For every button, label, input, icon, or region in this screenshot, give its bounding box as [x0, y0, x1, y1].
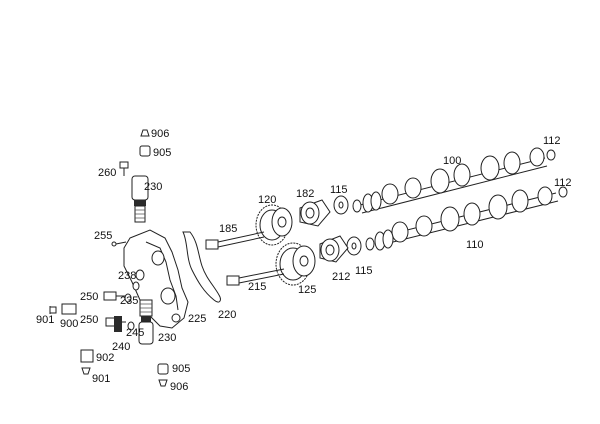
callout-115-lower: 115	[355, 265, 373, 277]
plug-902	[80, 349, 94, 363]
cap-901-left	[49, 306, 57, 314]
washer-115-upper	[333, 195, 362, 215]
ring-245	[127, 321, 135, 331]
cap-901-bottom	[81, 367, 91, 375]
callout-245: 245	[126, 327, 144, 339]
seal-238	[132, 281, 140, 291]
callout-901-bottom: 901	[92, 373, 110, 385]
callout-110: 110	[466, 239, 484, 251]
bolt-185	[205, 231, 265, 250]
screw-260	[119, 161, 129, 176]
callout-230-upper: 230	[144, 181, 162, 193]
callout-905-upper: 905	[153, 147, 171, 159]
callout-220: 220	[218, 309, 236, 321]
washer-115-lower	[346, 236, 375, 256]
sprocket-120	[255, 204, 293, 246]
callout-215: 215	[248, 281, 266, 293]
camshaft-100	[359, 147, 548, 214]
callout-901-left: 901	[36, 314, 54, 326]
callout-182: 182	[296, 188, 314, 200]
callout-225: 225	[188, 313, 206, 325]
callout-212: 212	[332, 271, 350, 283]
cap-112-lower	[558, 186, 568, 198]
callout-120: 120	[258, 194, 276, 206]
callout-125: 125	[298, 284, 316, 296]
camshaft-110	[374, 186, 559, 251]
solenoid-230-upper	[131, 175, 149, 223]
callout-100: 100	[443, 155, 461, 167]
cap-906-upper	[140, 129, 150, 137]
pin-255	[111, 241, 127, 247]
bolt-215	[226, 268, 285, 286]
sprocket-125	[275, 242, 316, 286]
callout-906-upper: 906	[151, 128, 169, 140]
cap-906-lower	[158, 379, 168, 387]
cap-112-upper	[546, 149, 556, 161]
gasket-220	[182, 231, 221, 303]
callout-255: 255	[94, 230, 112, 242]
callout-250-upper: 250	[80, 291, 98, 303]
callout-235: 235	[120, 295, 138, 307]
callout-905-lower: 905	[172, 363, 190, 375]
solenoid-230-lower	[138, 299, 154, 345]
callout-260: 260	[98, 167, 116, 179]
connector-240	[114, 316, 122, 332]
plug-900	[61, 303, 77, 315]
connector-905-upper	[139, 145, 151, 157]
callout-906-lower: 906	[170, 381, 188, 393]
callout-115-upper: 115	[330, 184, 348, 196]
cover-housing	[123, 229, 189, 329]
callout-238: 238	[118, 270, 136, 282]
adjuster-182	[299, 199, 331, 227]
adjuster-212	[319, 235, 349, 263]
callout-240: 240	[112, 341, 130, 353]
callout-250-lower: 250	[80, 314, 98, 326]
callout-900: 900	[60, 318, 78, 330]
callout-112-lower: 112	[554, 177, 572, 189]
connector-905-lower	[157, 363, 169, 375]
callout-902: 902	[96, 352, 114, 364]
callout-185: 185	[219, 223, 237, 235]
sensor-250-upper	[103, 291, 126, 301]
ring-235	[124, 293, 132, 303]
callout-112-upper: 112	[543, 135, 561, 147]
callout-230-lower: 230	[158, 332, 176, 344]
